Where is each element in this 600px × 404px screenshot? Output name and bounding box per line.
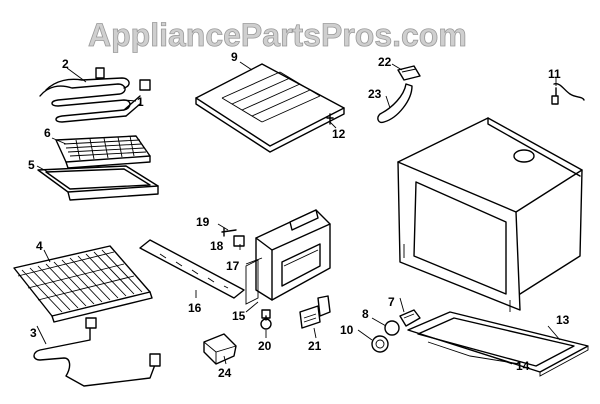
screw-19-part[interactable] [221,227,237,237]
callout-17: 17 [226,259,240,273]
callout-2: 2 [62,57,69,71]
callout-labels: 2 1 6 5 4 3 9 12 22 23 11 13 14 7 8 10 1… [28,50,570,380]
callout-1: 1 [137,95,144,109]
callout-7: 7 [388,295,395,309]
wire-harness-part[interactable] [551,82,585,105]
broiler-pan-part[interactable] [37,165,159,201]
callout-4: 4 [36,239,43,253]
callout-6: 6 [44,126,51,140]
callout-13: 13 [556,313,570,327]
callout-18: 18 [210,239,224,253]
switch-21-part[interactable] [299,295,331,329]
bracket-18-part[interactable] [233,235,245,247]
socket-7-part[interactable] [399,309,421,327]
callout-23: 23 [368,87,382,101]
callout-15: 15 [232,309,246,323]
callout-20: 20 [258,339,272,353]
knob-20-part[interactable] [260,309,272,330]
callout-24: 24 [218,366,232,380]
bake-element-part[interactable] [33,317,161,387]
broiler-pan-grid-part[interactable] [55,135,151,169]
oven-rack-part[interactable] [13,245,153,323]
bulb-8-part[interactable] [384,320,400,336]
callout-14: 14 [516,359,530,373]
clip-22-part[interactable] [397,65,421,81]
callout-12: 12 [332,127,346,141]
bracket-24-part[interactable] [203,333,237,365]
callout-8: 8 [362,307,369,321]
leader-lines [36,61,561,365]
callout-11: 11 [548,67,561,81]
control-box-part[interactable] [245,209,331,305]
watermark-text: AppliancePartsPros.com [88,17,467,53]
callout-5: 5 [28,158,35,172]
knob-10-part[interactable] [371,335,389,353]
broil-element-part[interactable] [39,67,151,123]
callout-16: 16 [188,301,202,315]
control-strip-part[interactable] [139,239,245,299]
callout-3: 3 [30,326,37,340]
oven-cavity-part[interactable] [397,117,583,312]
bracket-23-part[interactable] [377,83,413,124]
callout-21: 21 [308,339,322,353]
callout-22: 22 [378,55,392,69]
callout-9: 9 [231,50,238,64]
oven-top-panel-part[interactable] [195,63,345,153]
callout-10: 10 [340,323,354,337]
callout-19: 19 [196,215,210,229]
